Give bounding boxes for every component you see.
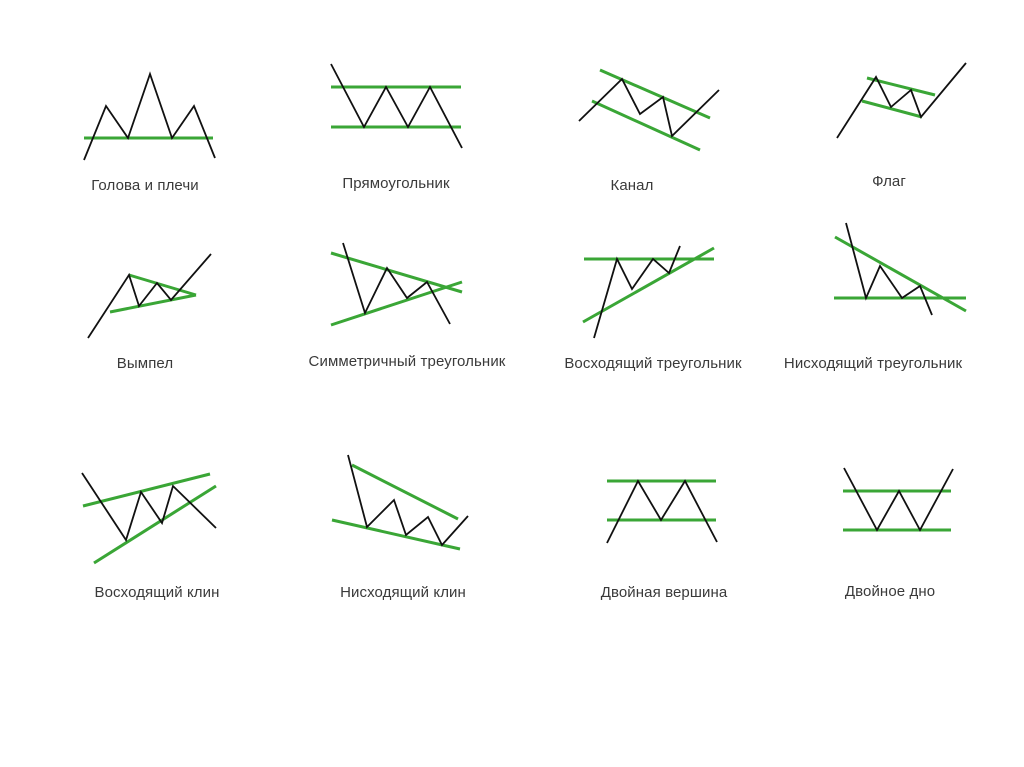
label-double-top: Двойная вершина bbox=[600, 584, 728, 601]
falling-wedge-trend-line-2 bbox=[331, 518, 461, 551]
label-flag: Флаг bbox=[872, 173, 906, 190]
symmetric-triangle-trend-line-1 bbox=[330, 251, 463, 294]
label-double-bottom: Двойное дно bbox=[844, 583, 936, 600]
channel-trend-line-2 bbox=[591, 99, 701, 152]
flag-trend-line-2 bbox=[861, 99, 923, 119]
pennant-trend-line-1 bbox=[128, 273, 197, 297]
label-rising-wedge: Восходящий клин bbox=[94, 584, 220, 601]
pattern-flag bbox=[836, 62, 967, 139]
ascending-triangle-trend-line-2 bbox=[582, 246, 715, 324]
pattern-pennant bbox=[87, 253, 212, 339]
pattern-descending-triangle bbox=[834, 222, 967, 316]
flag-price-line bbox=[836, 62, 967, 139]
pattern-falling-wedge bbox=[331, 454, 469, 551]
pennant-trend-line-2 bbox=[109, 293, 197, 314]
label-rectangle: Прямоугольник bbox=[342, 175, 450, 192]
pennant-price-line bbox=[87, 253, 212, 339]
label-channel: Канал bbox=[610, 177, 654, 194]
descending-triangle-trend-line-2 bbox=[834, 235, 967, 313]
label-pennant: Вымпел bbox=[116, 355, 174, 372]
label-descending-triangle: Нисходящий треугольник bbox=[783, 355, 963, 372]
pattern-rising-wedge bbox=[81, 472, 217, 565]
descending-triangle-price-line bbox=[845, 222, 933, 316]
label-symmetric-triangle: Симметричный треугольник bbox=[308, 353, 506, 370]
pattern-double-top bbox=[606, 479, 718, 544]
rising-wedge-trend-line-1 bbox=[82, 472, 211, 508]
ascending-triangle-price-line bbox=[593, 245, 681, 339]
rectangle-price-line bbox=[330, 63, 463, 149]
symmetric-triangle-trend-line-2 bbox=[330, 280, 463, 327]
pattern-symmetric-triangle bbox=[330, 242, 463, 327]
pattern-ascending-triangle bbox=[582, 245, 715, 339]
falling-wedge-trend-line-1 bbox=[351, 463, 459, 521]
pattern-channel bbox=[578, 68, 720, 152]
rising-wedge-trend-line-2 bbox=[93, 484, 217, 565]
double-top-price-line bbox=[606, 479, 718, 544]
pattern-rectangle bbox=[330, 63, 463, 149]
pattern-double-bottom bbox=[843, 467, 954, 532]
label-head-and-shoulders: Голова и плечи bbox=[91, 177, 199, 194]
pattern-head-and-shoulders bbox=[83, 71, 216, 161]
channel-price-line bbox=[578, 77, 720, 138]
label-ascending-triangle: Восходящий треугольник bbox=[564, 355, 742, 372]
double-bottom-price-line bbox=[843, 467, 954, 532]
rising-wedge-price-line bbox=[81, 472, 217, 543]
label-falling-wedge: Нисходящий клин bbox=[340, 584, 466, 601]
channel-trend-line-1 bbox=[599, 68, 711, 120]
falling-wedge-price-line bbox=[347, 454, 469, 547]
symmetric-triangle-price-line bbox=[342, 242, 451, 325]
head-and-shoulders-price-line bbox=[83, 71, 216, 161]
